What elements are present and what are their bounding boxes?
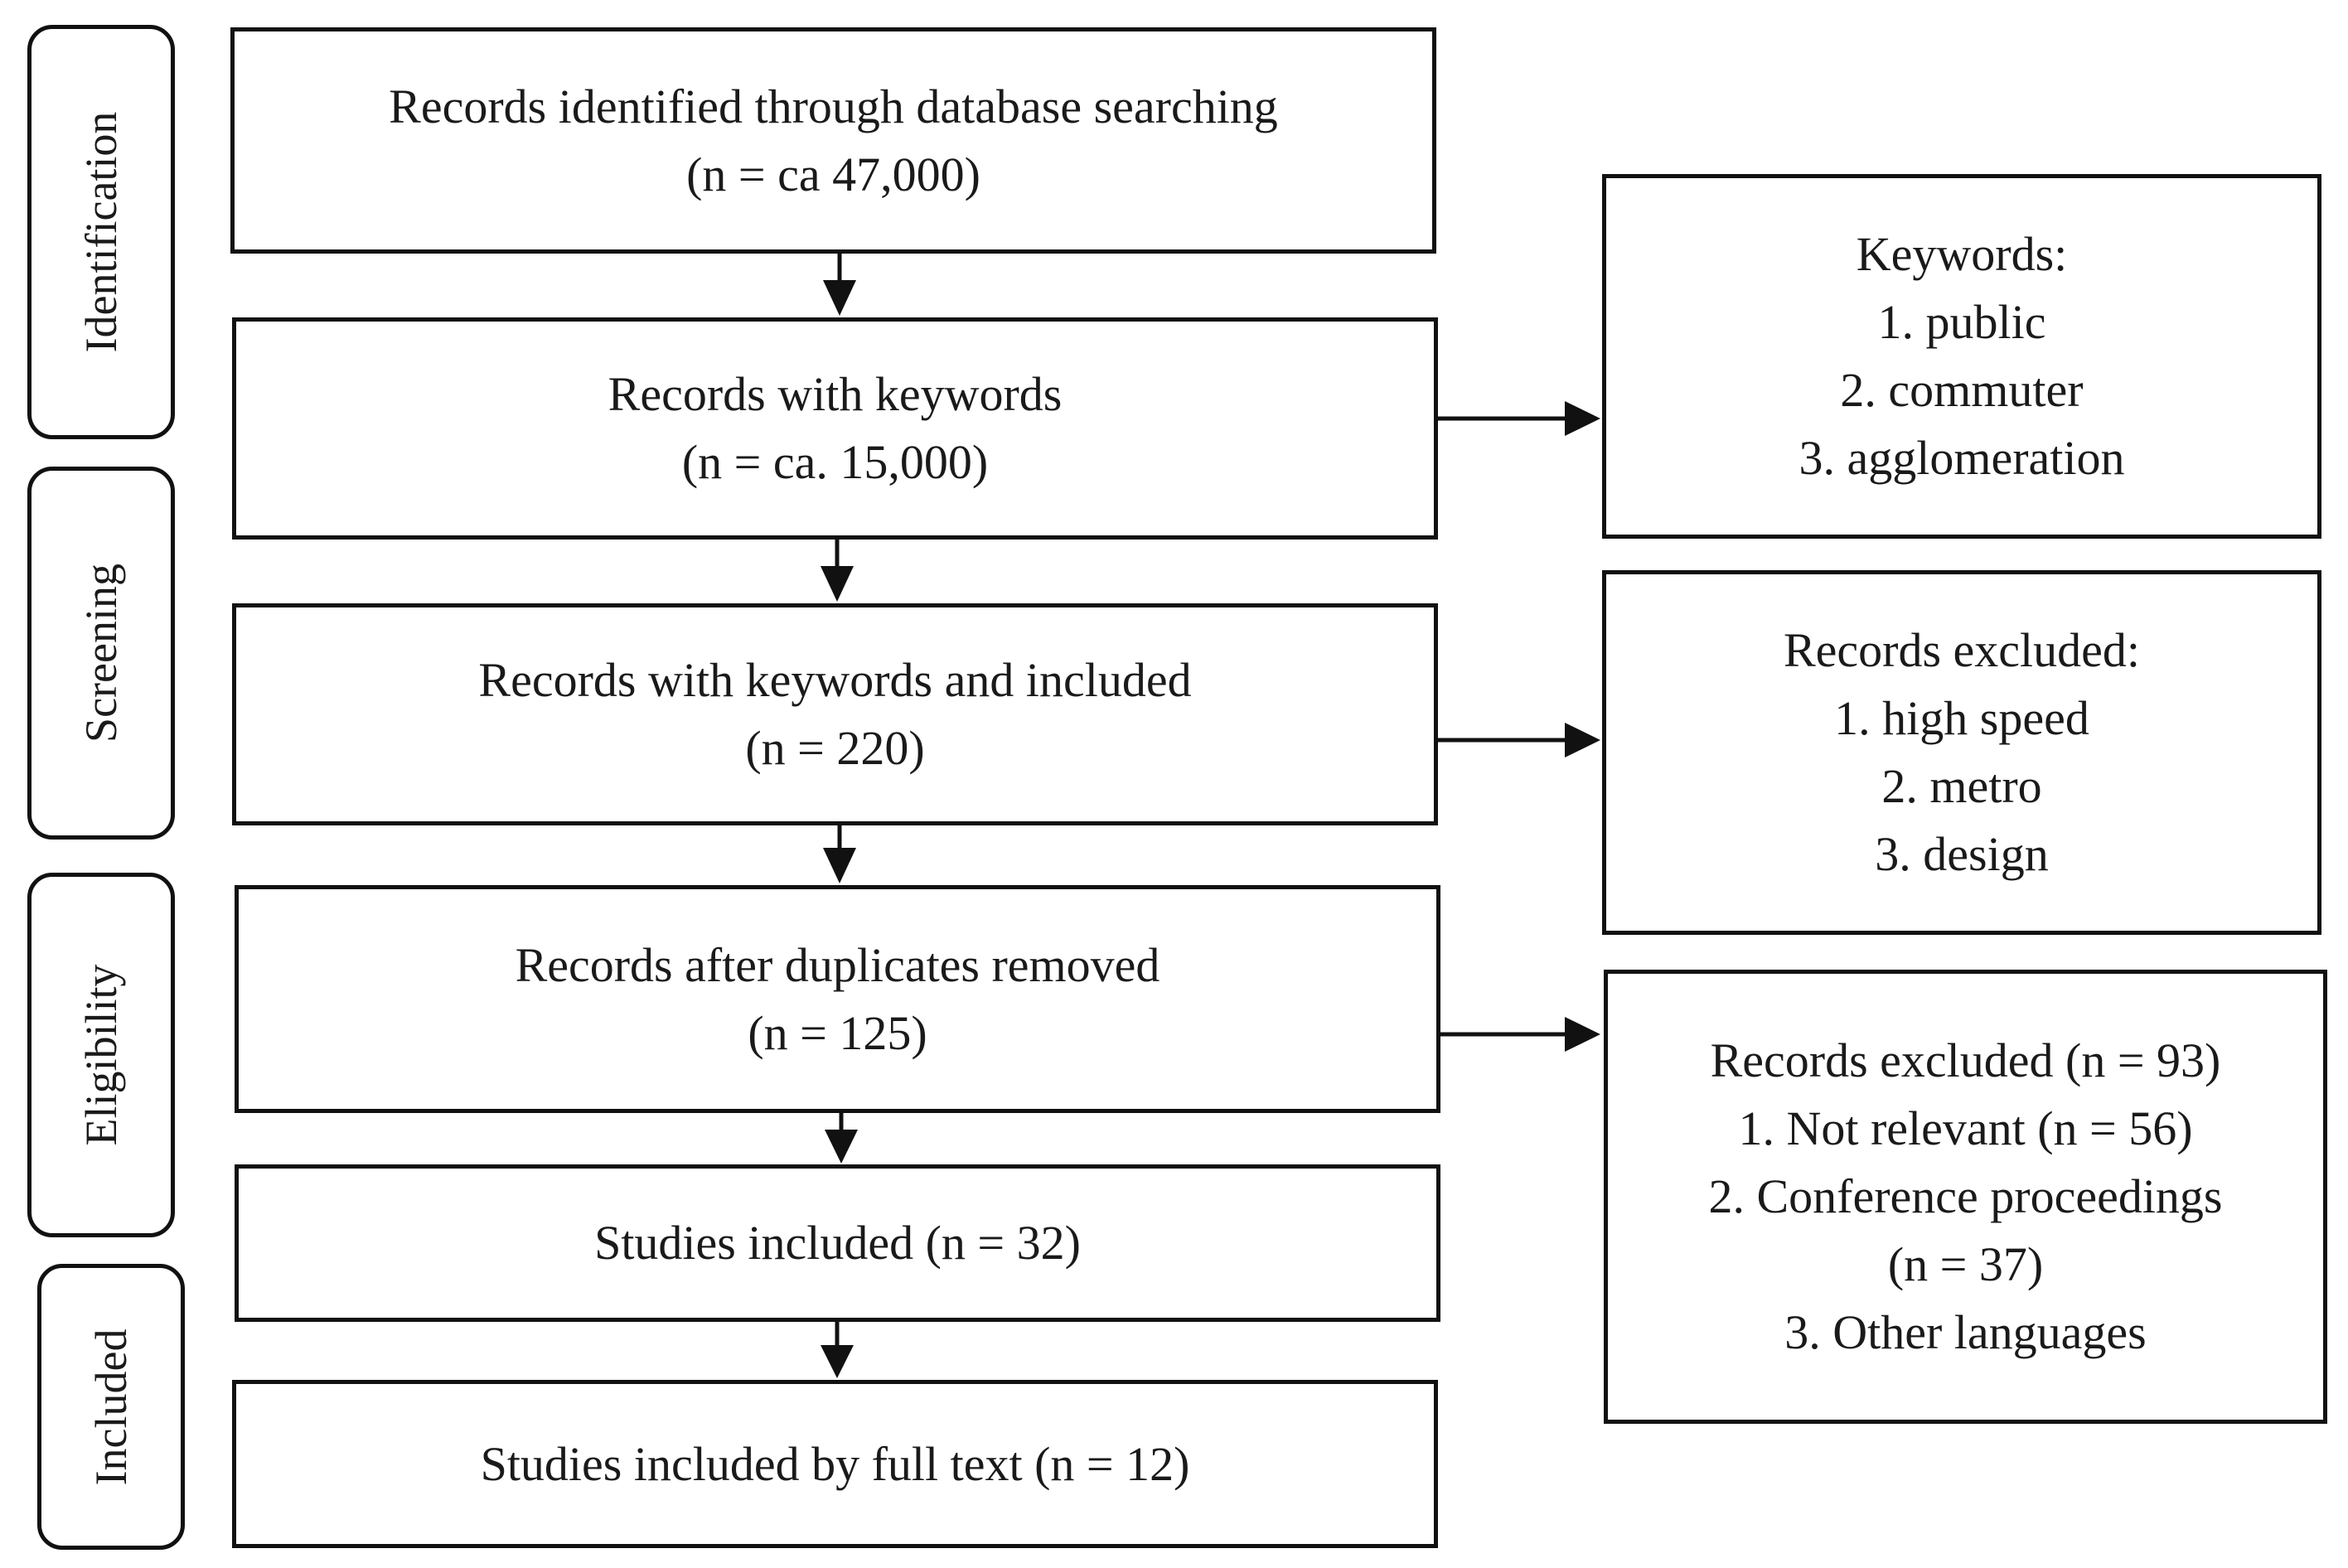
excluded-reasons-item: 3. Other languages (1784, 1305, 2147, 1359)
arrow-down-1 (823, 254, 856, 316)
excluded-reasons-item: (n = 37) (1887, 1237, 2044, 1291)
records-keywords-included-count: (n = 220) (745, 721, 925, 775)
records-keywords-included-text: Records with keywords and included (478, 653, 1192, 707)
box-keywords-list: Keywords: 1. public 2. commuter 3. agglo… (1602, 174, 2321, 539)
excluded-topics-item: 2. metro (1881, 759, 2042, 813)
phase-eligibility: Eligibility (27, 873, 175, 1237)
box-studies-included: Studies included (n = 32) (235, 1164, 1440, 1322)
records-keywords-text: Records with keywords (608, 367, 1063, 421)
arrow-right-3 (1440, 1017, 1600, 1052)
excluded-reasons-item: 1. Not relevant (n = 56) (1738, 1101, 2193, 1155)
phase-included: Included (37, 1264, 185, 1550)
keywords-list-item: 1. public (1877, 295, 2046, 349)
records-keywords-count: (n = ca. 15,000) (681, 435, 989, 489)
arrow-down-2 (821, 540, 854, 602)
excluded-reasons-title: Records excluded (n = 93) (1710, 1033, 2221, 1087)
phase-identification: Identification (27, 25, 175, 439)
phase-label-screening: Screening (76, 564, 126, 743)
records-duplicates-removed-text: Records after duplicates removed (515, 937, 1160, 992)
box-excluded-topics: Records excluded: 1. high speed 2. metro… (1602, 570, 2321, 935)
arrow-down-3 (823, 825, 856, 883)
box-studies-full-text: Studies included by full text (n = 12) (232, 1380, 1438, 1548)
arrow-right-1 (1438, 401, 1600, 436)
arrow-down-4 (825, 1113, 858, 1164)
arrow-right-2 (1438, 723, 1600, 757)
phase-label-identification: Identification (76, 111, 126, 353)
arrow-down-5 (821, 1322, 854, 1378)
records-identified-count: (n = ca 47,000) (686, 147, 980, 201)
excluded-topics-title: Records excluded: (1783, 623, 2140, 677)
box-records-keywords: Records with keywords (n = ca. 15,000) (232, 317, 1438, 540)
phase-label-included: Included (86, 1328, 136, 1485)
keywords-list-title: Keywords: (1856, 227, 2068, 281)
studies-full-text-text: Studies included by full text (n = 12) (480, 1436, 1190, 1491)
phase-label-eligibility: Eligibility (76, 964, 126, 1146)
excluded-topics-item: 3. design (1875, 827, 2049, 881)
records-identified-text: Records identified through database sear… (389, 79, 1278, 133)
box-excluded-reasons: Records excluded (n = 93) 1. Not relevan… (1604, 970, 2327, 1424)
box-records-keywords-included: Records with keywords and included (n = … (232, 603, 1438, 825)
excluded-reasons-item: 2. Conference proceedings (1708, 1169, 2223, 1223)
records-duplicates-removed-count: (n = 125) (748, 1005, 927, 1060)
keywords-list-item: 2. commuter (1840, 363, 2084, 417)
phase-screening: Screening (27, 467, 175, 840)
box-records-identified: Records identified through database sear… (230, 27, 1436, 254)
excluded-topics-item: 1. high speed (1834, 691, 2089, 745)
box-records-duplicates-removed: Records after duplicates removed (n = 12… (235, 885, 1440, 1113)
keywords-list-item: 3. agglomeration (1799, 431, 2125, 485)
studies-included-text: Studies included (n = 32) (594, 1216, 1081, 1270)
